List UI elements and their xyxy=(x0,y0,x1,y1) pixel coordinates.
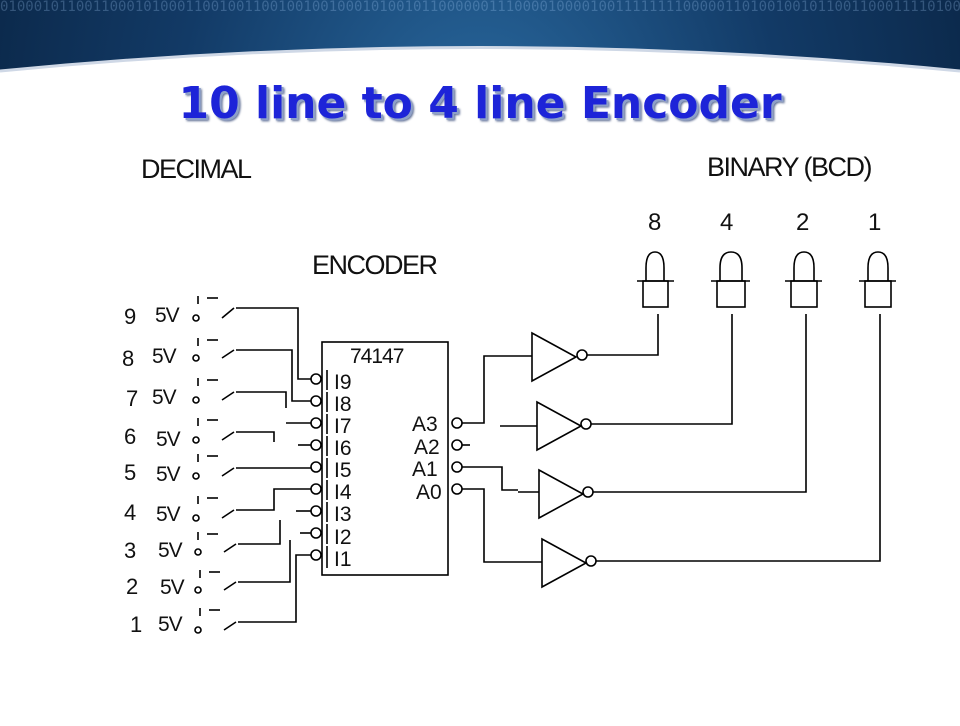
switch-voltage-2: 5V xyxy=(160,576,185,599)
switch-voltage-5: 5V xyxy=(156,463,181,486)
chip-input-i7: I7 xyxy=(334,415,352,438)
chip-input-i3: I3 xyxy=(334,503,352,526)
inverter-gate-1 xyxy=(514,314,659,383)
chip-output-a1: A1 xyxy=(412,458,438,481)
switch-digit-2: 2 xyxy=(126,574,139,599)
switch-voltage-1: 5V xyxy=(158,613,183,636)
switch-digit-4: 4 xyxy=(124,500,137,525)
led-1 xyxy=(859,251,896,308)
binary-weight-1: 1 xyxy=(868,209,882,236)
led-8 xyxy=(637,251,674,308)
led-2 xyxy=(785,251,822,308)
chip-input-i1: I1 xyxy=(334,548,352,571)
chip-input-i6: I6 xyxy=(334,437,352,460)
slide-panel xyxy=(0,36,960,726)
switch-voltage-7: 5V xyxy=(152,386,177,409)
input-wiring xyxy=(236,307,311,623)
binary-bcd-label: BINARY (BCD) xyxy=(707,152,873,182)
switch-voltage-4: 5V xyxy=(156,503,181,526)
chip-output-a3: A3 xyxy=(412,413,438,436)
chip-74147-body xyxy=(321,341,449,576)
chip-input-i8: I8 xyxy=(334,393,352,416)
chip-input-i9: I9 xyxy=(334,371,352,394)
switch-voltage-8: 5V xyxy=(152,345,177,368)
switch-digit-6: 6 xyxy=(124,424,137,449)
chip-input-i4: I4 xyxy=(334,481,352,504)
fppt-watermark: fppt.com xyxy=(862,692,948,712)
chip-output-pins xyxy=(451,417,463,495)
slide-title: 10 line to 4 line Encoder xyxy=(178,78,782,129)
chip-part-number: 74147 xyxy=(350,345,404,368)
white-panel-shape xyxy=(0,46,960,726)
binary-weight-4: 4 xyxy=(720,209,734,236)
inverter-gate-4 xyxy=(518,314,881,589)
inverter-gate-3 xyxy=(518,314,807,520)
switch-digit-8: 8 xyxy=(122,346,135,371)
switch-digit-5: 5 xyxy=(124,460,137,485)
chip-input-i2: I2 xyxy=(334,526,352,549)
chip-input-pins xyxy=(310,370,328,568)
switch-voltage-9: 5V xyxy=(155,304,180,327)
switch-digit-9: 9 xyxy=(124,304,137,329)
switch-digit-7: 7 xyxy=(126,386,139,411)
switch-voltage-6: 5V xyxy=(156,428,181,451)
switch-digit-1: 1 xyxy=(130,612,143,637)
binary-weight-8: 8 xyxy=(648,209,662,236)
inverter-gate-2 xyxy=(518,314,733,452)
output-wiring xyxy=(462,355,518,563)
led-4 xyxy=(711,251,750,308)
decimal-label: DECIMAL xyxy=(141,154,252,184)
chip-input-i5: I5 xyxy=(334,459,352,482)
input-switches xyxy=(192,296,237,634)
chip-output-a2: A2 xyxy=(414,436,440,459)
switch-voltage-3: 5V xyxy=(158,539,183,562)
binary-weight-2: 2 xyxy=(796,209,810,236)
switch-digit-3: 3 xyxy=(124,538,137,563)
chip-output-a0: A0 xyxy=(416,481,442,504)
encoder-label: ENCODER xyxy=(312,250,438,280)
